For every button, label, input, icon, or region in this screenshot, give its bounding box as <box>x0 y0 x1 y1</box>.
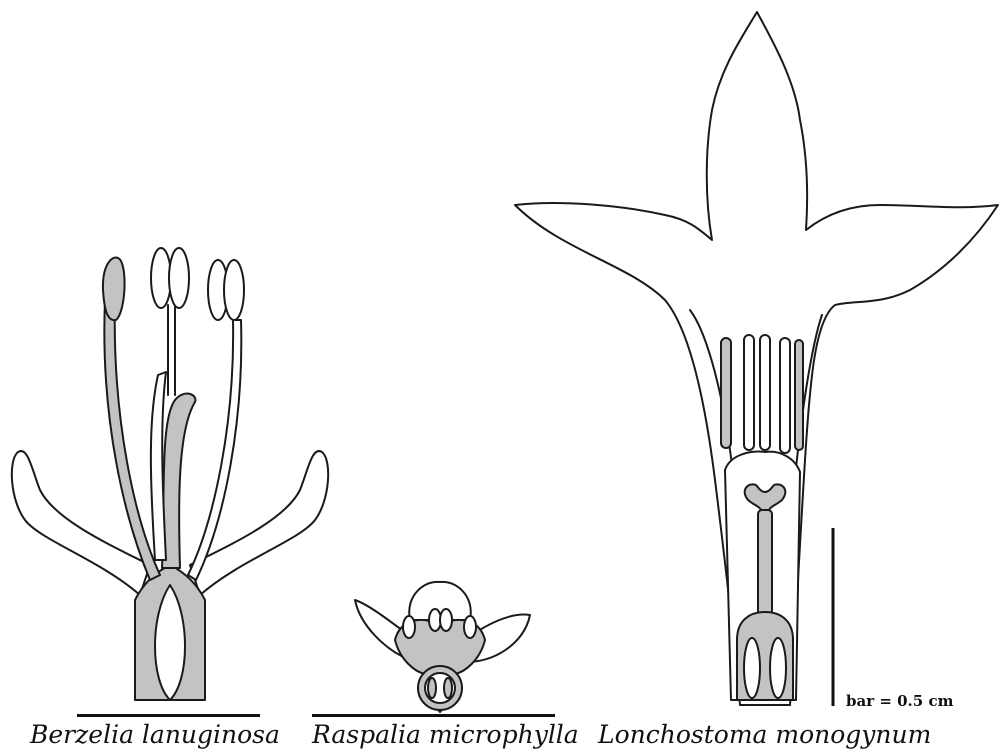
anther-left <box>103 257 125 320</box>
anther-right <box>464 616 476 638</box>
stamen-left <box>721 338 731 448</box>
locule-left <box>428 678 436 698</box>
species-label-raspalia: Raspalia microphylla <box>312 720 579 749</box>
filament-center <box>162 394 195 568</box>
anther-center-b <box>169 248 189 308</box>
raspalia-microphylla-drawing <box>355 582 530 712</box>
locule-right <box>770 638 786 698</box>
stamen-right <box>795 340 803 450</box>
locule-left <box>744 638 760 698</box>
scale-bar-label: bar = 0.5 cm <box>846 692 953 710</box>
stamen-4 <box>780 338 790 453</box>
anther-right-b <box>224 260 244 320</box>
locule-right <box>444 678 452 698</box>
berzelia-baseline <box>77 714 260 717</box>
species-label-berzelia: Berzelia lanuginosa <box>30 720 280 749</box>
anther-center-b <box>440 609 452 631</box>
raspalia-baseline <box>312 714 555 717</box>
species-label-lonchostoma: Lonchostoma monogynum <box>598 720 931 749</box>
lonchostoma-monogynum-drawing <box>515 12 998 705</box>
stamen-2 <box>744 335 754 450</box>
anther-left <box>403 616 415 638</box>
stamen-3 <box>760 335 770 450</box>
filament-right <box>188 320 241 580</box>
berzelia-lanuginosa-drawing <box>12 248 328 700</box>
